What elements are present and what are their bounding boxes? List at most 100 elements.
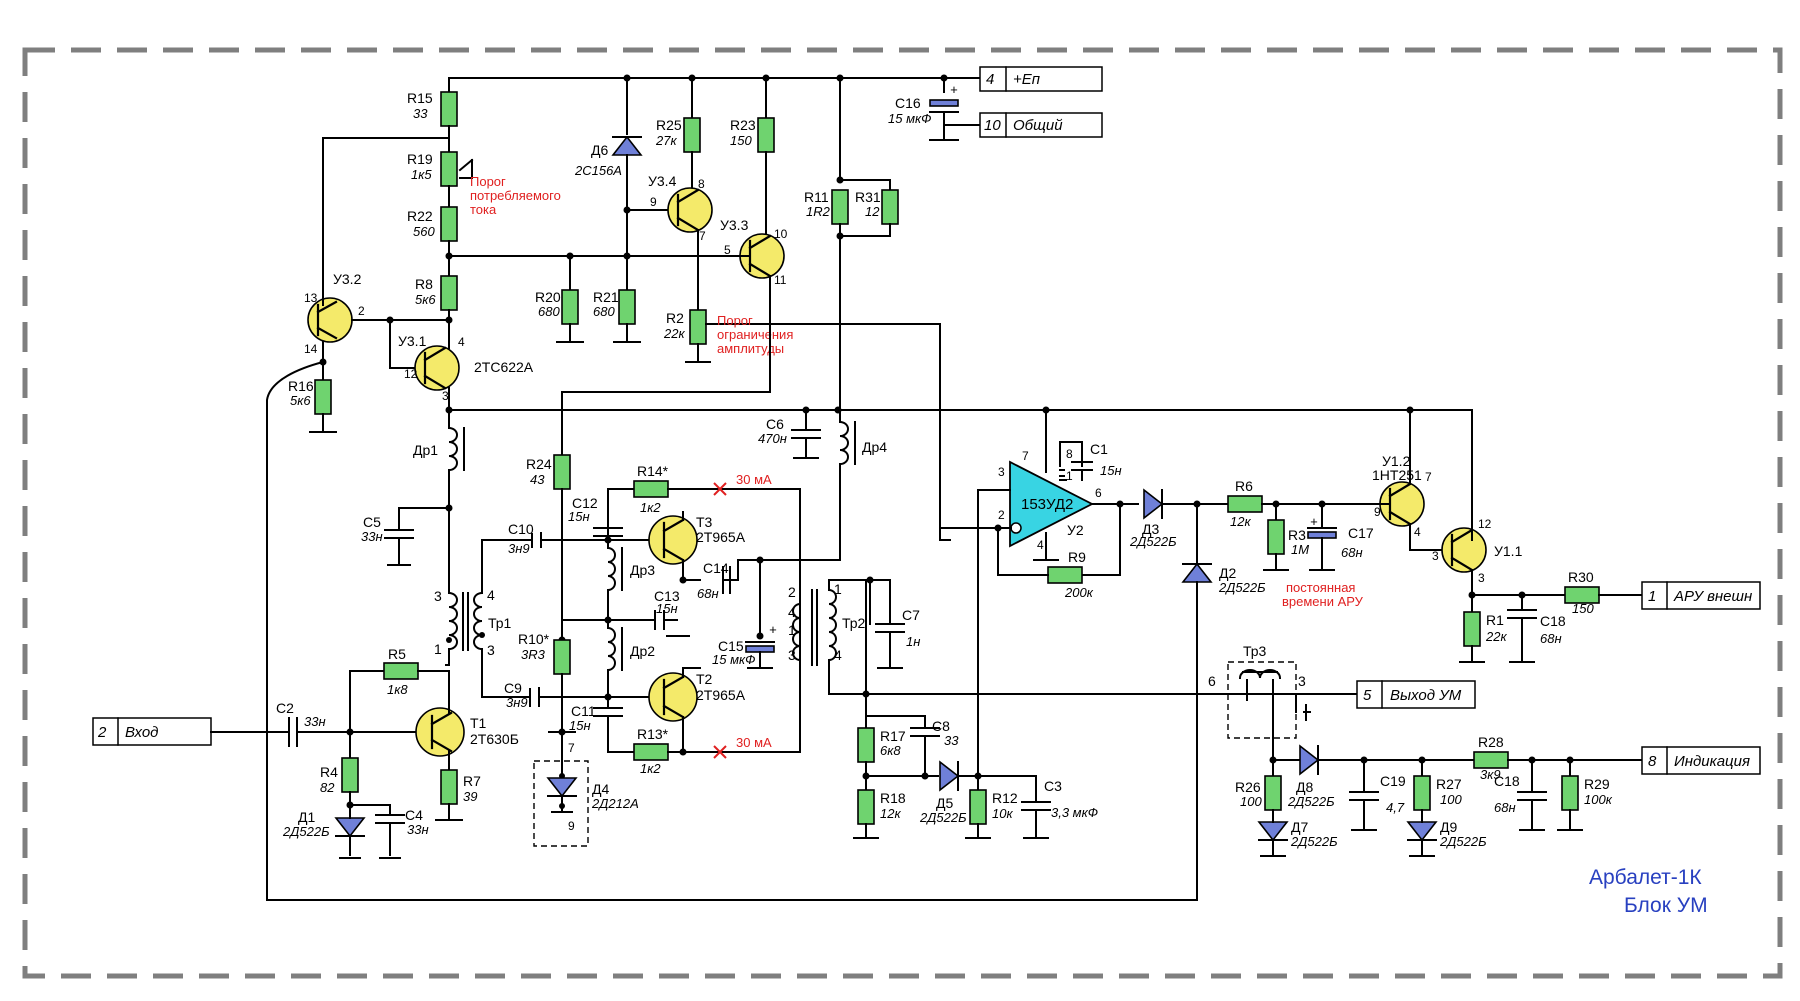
input-stage: 2 Вход C2 33н R5 1к8 R4 82 C4 33н Д1 2Д5…: [92, 646, 519, 859]
svg-text:R9: R9: [1068, 549, 1086, 565]
svg-text:2Д522Б: 2Д522Б: [1287, 794, 1335, 809]
svg-text:15 мкФ: 15 мкФ: [888, 111, 931, 126]
svg-text:Индикация: Индикация: [1674, 753, 1750, 770]
svg-text:Тр1: Тр1: [488, 615, 512, 631]
svg-text:Д7: Д7: [1291, 819, 1308, 835]
svg-text:12к: 12к: [1230, 514, 1251, 529]
svg-text:2Д522Б: 2Д522Б: [1290, 834, 1338, 849]
svg-text:R15: R15: [407, 90, 433, 106]
svg-text:4: 4: [1414, 525, 1421, 539]
svg-text:2Д522Б: 2Д522Б: [282, 824, 330, 839]
svg-text:33: 33: [944, 733, 959, 748]
svg-text:У3.1: У3.1: [398, 333, 427, 349]
svg-text:82: 82: [320, 780, 335, 795]
svg-text:C6: C6: [766, 416, 784, 432]
transformer-tr3: Тр3 6 3 5 Выход УМ: [865, 643, 1476, 761]
svg-text:Порог: Порог: [470, 174, 506, 189]
svg-text:1НТ251: 1НТ251: [1372, 467, 1422, 483]
svg-text:Д9: Д9: [1440, 819, 1457, 835]
svg-text:R26: R26: [1235, 779, 1261, 795]
svg-text:C14: C14: [703, 560, 729, 576]
svg-text:Вход: Вход: [125, 724, 158, 741]
svg-text:7: 7: [1022, 449, 1029, 463]
svg-text:ограничения: ограничения: [717, 327, 793, 342]
svg-text:R16: R16: [288, 378, 314, 394]
svg-text:3: 3: [788, 647, 796, 663]
svg-text:1: 1: [1066, 469, 1073, 483]
svg-text:АРУ внешн: АРУ внешн: [1673, 588, 1752, 605]
svg-text:C13: C13: [654, 588, 680, 604]
svg-text:+: +: [950, 82, 958, 97]
detector-section: R17 6к8 C8 33 R18 12к Д5 2Д522Б R12 10к …: [853, 489, 1098, 839]
svg-text:постоянная: постоянная: [1286, 580, 1355, 595]
svg-text:5к6: 5к6: [415, 292, 436, 307]
svg-text:C18: C18: [1494, 773, 1520, 789]
svg-text:Порог: Порог: [717, 313, 753, 328]
svg-text:2Д212А: 2Д212А: [591, 796, 639, 811]
svg-text:4: 4: [788, 604, 796, 620]
svg-text:C2: C2: [276, 700, 294, 716]
svg-text:R27: R27: [1436, 776, 1462, 792]
svg-text:33: 33: [413, 106, 428, 121]
svg-text:15н: 15н: [569, 718, 591, 733]
svg-text:R23: R23: [730, 117, 756, 133]
svg-text:R12: R12: [992, 790, 1018, 806]
svg-text:R2: R2: [666, 310, 684, 326]
svg-text:амплитуды: амплитуды: [717, 341, 784, 356]
svg-text:Др4: Др4: [862, 439, 887, 455]
push-pull-stage: C12 15н R14* 1к2 30 мА C10 3н9 T3 2Т965А…: [504, 463, 801, 776]
svg-text:15н: 15н: [1100, 463, 1122, 478]
svg-text:R3: R3: [1288, 527, 1306, 543]
svg-text:2: 2: [358, 304, 365, 318]
svg-text:C4: C4: [405, 807, 423, 823]
svg-text:У1.2: У1.2: [1382, 453, 1411, 469]
title-line2: Блок УМ: [1624, 894, 1708, 917]
svg-text:Д2: Д2: [1219, 565, 1236, 581]
dashed-frame: [22, 47, 1783, 979]
svg-text:9: 9: [568, 819, 575, 833]
svg-text:4: 4: [1037, 538, 1044, 552]
svg-text:C8: C8: [932, 718, 950, 734]
svg-text:Др1: Др1: [413, 442, 438, 458]
svg-text:R11: R11: [804, 189, 829, 205]
svg-text:2: 2: [97, 724, 107, 741]
svg-text:8: 8: [1066, 447, 1073, 461]
svg-text:100: 100: [1440, 792, 1462, 807]
svg-text:C1: C1: [1090, 441, 1108, 457]
svg-text:7: 7: [1425, 470, 1432, 484]
svg-text:3н9: 3н9: [508, 541, 530, 556]
svg-text:3R3: 3R3: [521, 647, 546, 662]
svg-text:R8: R8: [415, 276, 433, 292]
svg-text:3: 3: [998, 465, 1005, 479]
r15-body: [440, 91, 458, 127]
svg-text:13: 13: [304, 291, 318, 305]
svg-text:68н: 68н: [697, 586, 719, 601]
svg-text:времени АРУ: времени АРУ: [1282, 594, 1364, 609]
svg-text:T2: T2: [696, 671, 713, 687]
svg-text:R21: R21: [593, 289, 619, 305]
svg-text:3: 3: [442, 389, 449, 403]
r16: R16 5к6: [266, 358, 1198, 901]
svg-text:Д8: Д8: [1296, 779, 1313, 795]
svg-text:Тр3: Тр3: [1243, 643, 1267, 659]
svg-text:R18: R18: [880, 790, 906, 806]
svg-text:1н: 1н: [906, 634, 920, 649]
svg-text:4: 4: [487, 587, 495, 603]
transformer-tr1: 3 1 4 3 Тр1: [434, 539, 533, 698]
svg-text:5к6: 5к6: [290, 393, 311, 408]
svg-text:C16: C16: [895, 95, 921, 111]
svg-text:R30: R30: [1568, 569, 1594, 585]
svg-text:C15: C15: [718, 638, 744, 654]
transistor-u32: У3.2 13 2 14: [304, 271, 450, 369]
svg-text:2: 2: [998, 508, 1005, 522]
svg-text:30 мА: 30 мА: [736, 735, 772, 750]
svg-text:6: 6: [1208, 673, 1216, 689]
svg-text:2ТС622А: 2ТС622А: [474, 359, 534, 375]
svg-text:1R2: 1R2: [806, 204, 831, 219]
svg-text:R14*: R14*: [637, 463, 669, 479]
svg-text:R20: R20: [535, 289, 561, 305]
svg-text:Д4: Д4: [592, 781, 609, 797]
svg-text:9: 9: [1374, 505, 1381, 519]
svg-text:1М: 1М: [1291, 542, 1309, 557]
svg-text:11: 11: [774, 273, 787, 287]
